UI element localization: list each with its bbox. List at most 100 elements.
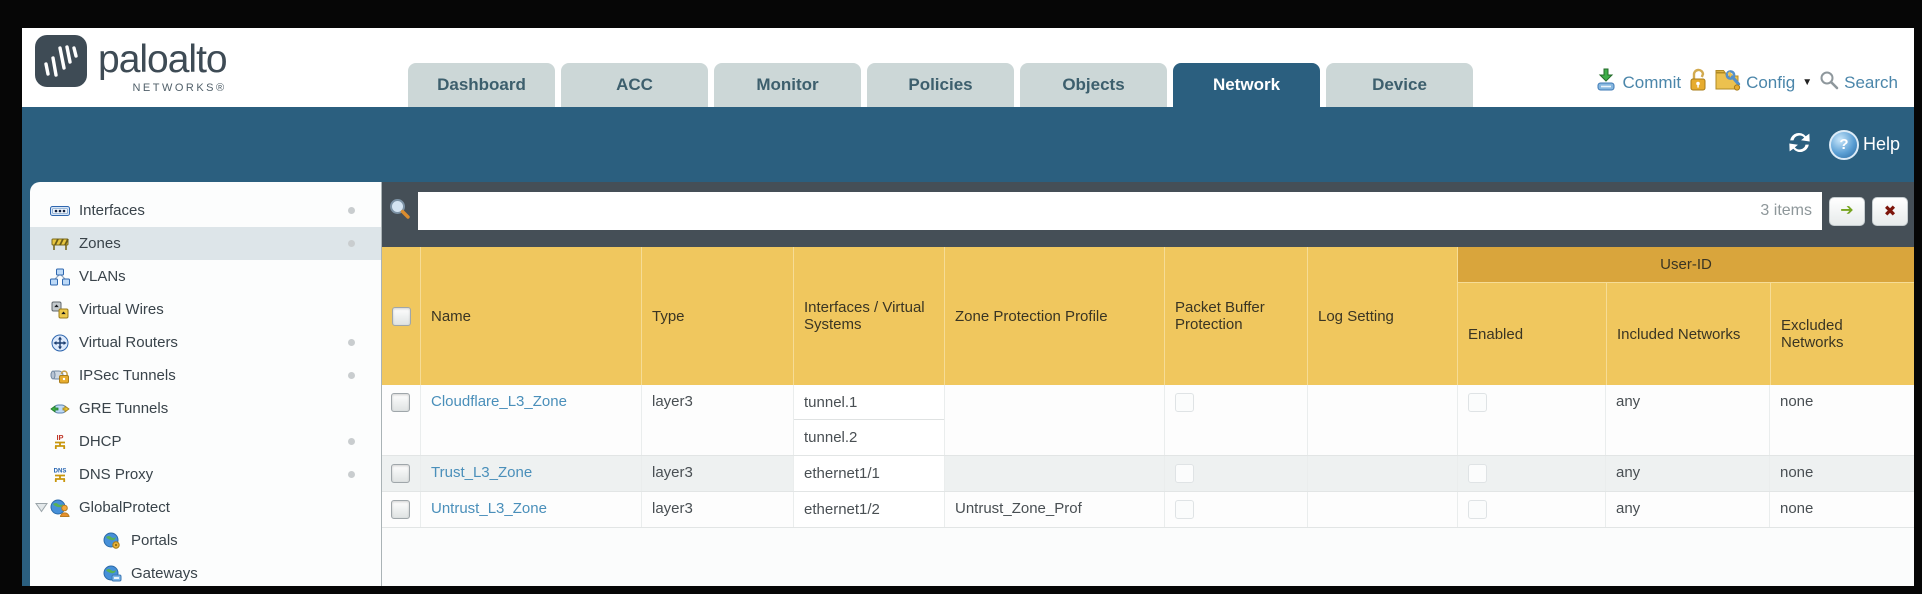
sub-header-banner: ? Help — [22, 107, 1914, 182]
user-id-enabled-cell — [1457, 492, 1605, 527]
row-checkbox[interactable] — [391, 464, 410, 483]
table-row: Cloudflare_L3_Zone layer3 tunnel.1 tunne… — [382, 385, 1914, 456]
sidebar-item-gre-tunnels[interactable]: GRE Tunnels — [30, 392, 381, 425]
row-checkbox[interactable] — [391, 500, 410, 519]
tab-acc[interactable]: ACC — [561, 63, 708, 107]
sidebar-item-globalprotect[interactable]: GlobalProtect — [30, 491, 381, 524]
tab-monitor[interactable]: Monitor — [714, 63, 861, 107]
column-header-name[interactable]: Name — [420, 247, 641, 385]
tab-network[interactable]: Network — [1173, 63, 1320, 107]
table-row: Untrust_L3_Zone layer3 ethernet1/2 Untru… — [382, 492, 1914, 528]
dhcp-icon: IP — [48, 433, 72, 451]
column-header-excluded-networks[interactable]: Excluded Networks — [1770, 283, 1914, 385]
svg-text:DNS: DNS — [54, 468, 67, 474]
zones-content: 3 items ➔ ✖ Name Type Interfaces / Virtu… — [382, 182, 1914, 586]
topbar-actions: Commit — [1594, 68, 1898, 97]
log-setting-cell — [1307, 492, 1457, 527]
network-sidebar: Interfaces Zones — [30, 182, 382, 586]
sidebar-item-dns-proxy[interactable]: DNS DNS Proxy — [30, 458, 381, 491]
tab-policies[interactable]: Policies — [867, 63, 1014, 107]
collapse-triangle-icon[interactable] — [35, 502, 48, 513]
zone-name-link[interactable]: Cloudflare_L3_Zone — [431, 393, 567, 410]
config-icon — [1715, 68, 1741, 97]
main-tabs: Dashboard ACC Monitor Policies Objects N… — [408, 63, 1473, 107]
column-header-zone-protection-profile[interactable]: Zone Protection Profile — [944, 247, 1164, 385]
column-header-enabled[interactable]: Enabled — [1468, 325, 1524, 343]
search-icon — [1819, 70, 1839, 95]
table-empty-area — [382, 528, 1914, 586]
excluded-networks-cell: none — [1769, 385, 1914, 455]
app-window: paloalto NETWORKS® Dashboard ACC Monitor… — [22, 28, 1914, 586]
paloalto-logo: paloalto NETWORKS® — [34, 34, 228, 94]
brand-subtext: NETWORKS® — [132, 82, 227, 94]
main-area: Interfaces Zones — [22, 182, 1914, 586]
sidebar-item-portals[interactable]: Portals — [30, 524, 381, 557]
zone-name-link[interactable]: Trust_L3_Zone — [431, 464, 533, 481]
commit-icon — [1594, 68, 1618, 97]
sidebar-item-label: Virtual Wires — [79, 301, 164, 318]
user-id-enabled-checkbox[interactable] — [1468, 393, 1487, 412]
help-button[interactable]: ? Help — [1828, 129, 1900, 160]
config-menu-button[interactable]: Config ▼ — [1715, 68, 1812, 97]
item-dot — [348, 438, 355, 445]
column-header-log-setting[interactable]: Log Setting — [1307, 247, 1457, 385]
sidebar-item-label: DHCP — [79, 433, 122, 450]
tab-device[interactable]: Device — [1326, 63, 1473, 107]
column-header-packet-buffer-protection[interactable]: Packet Buffer Protection — [1164, 247, 1307, 385]
interface-entry: tunnel.1 — [794, 385, 944, 420]
user-id-enabled-checkbox[interactable] — [1468, 464, 1487, 483]
refresh-icon[interactable] — [1786, 131, 1813, 159]
zones-icon — [48, 236, 72, 252]
brand-block: paloalto NETWORKS® — [98, 34, 228, 94]
sidebar-item-ipsec-tunnels[interactable]: IPSec Tunnels — [30, 359, 381, 392]
lock-icon[interactable] — [1688, 68, 1708, 97]
item-dot — [348, 372, 355, 379]
clear-filter-button[interactable]: ✖ — [1872, 196, 1908, 226]
filter-magnifier-icon — [388, 197, 411, 225]
table-row: Trust_L3_Zone layer3 ethernet1/1 any non… — [382, 456, 1914, 492]
dns-proxy-icon: DNS — [48, 466, 72, 484]
tab-dashboard[interactable]: Dashboard — [408, 63, 555, 107]
packet-buffer-checkbox[interactable] — [1175, 464, 1194, 483]
arrow-right-icon: ➔ — [1840, 202, 1854, 219]
item-dot — [348, 339, 355, 346]
chevron-down-icon: ▼ — [1802, 77, 1813, 88]
tab-objects[interactable]: Objects — [1020, 63, 1167, 107]
items-count: 3 items — [1760, 202, 1812, 219]
packet-buffer-checkbox[interactable] — [1175, 393, 1194, 412]
user-id-enabled-checkbox[interactable] — [1468, 500, 1487, 519]
sidebar-item-virtual-routers[interactable]: Virtual Routers — [30, 326, 381, 359]
select-all-checkbox-cell — [382, 247, 420, 385]
commit-label: Commit — [1622, 72, 1682, 92]
user-id-enabled-cell — [1457, 456, 1605, 491]
apply-filter-button[interactable]: ➔ — [1829, 196, 1865, 226]
sidebar-item-label: VLANs — [79, 268, 126, 285]
included-networks-cell: any — [1605, 492, 1769, 527]
sidebar-item-vlans[interactable]: VLANs — [30, 260, 381, 293]
top-bar: paloalto NETWORKS® Dashboard ACC Monitor… — [22, 28, 1914, 107]
sidebar-item-label: Gateways — [131, 565, 198, 582]
zone-name-cell: Untrust_L3_Zone — [420, 492, 641, 527]
global-search-button[interactable]: Search — [1819, 70, 1898, 95]
sidebar-item-interfaces[interactable]: Interfaces — [30, 194, 381, 227]
sidebar-item-dhcp[interactable]: IP DHCP — [30, 425, 381, 458]
help-label: Help — [1862, 134, 1900, 154]
packet-buffer-checkbox[interactable] — [1175, 500, 1194, 519]
interface-entry: ethernet1/2 — [794, 492, 944, 527]
zone-filter-input[interactable]: 3 items — [418, 192, 1822, 230]
sidebar-item-zones[interactable]: Zones — [30, 227, 381, 260]
column-header-interfaces[interactable]: Interfaces / Virtual Systems — [793, 247, 944, 385]
commit-button[interactable]: Commit — [1594, 68, 1682, 97]
close-icon: ✖ — [1883, 202, 1897, 220]
sidebar-item-gateways[interactable]: Gateways — [30, 557, 381, 586]
column-header-included-networks[interactable]: Included Networks — [1606, 283, 1770, 385]
sidebar-item-label: Zones — [79, 235, 121, 252]
row-checkbox[interactable] — [391, 393, 410, 412]
sidebar-item-label: DNS Proxy — [79, 466, 154, 483]
column-header-type[interactable]: Type — [641, 247, 793, 385]
zone-type-cell: layer3 — [641, 492, 793, 527]
sidebar-item-virtual-wires[interactable]: Virtual Wires — [30, 293, 381, 326]
select-all-checkbox[interactable] — [391, 306, 411, 326]
zone-name-link[interactable]: Untrust_L3_Zone — [431, 500, 547, 517]
included-networks-cell: any — [1605, 456, 1769, 491]
